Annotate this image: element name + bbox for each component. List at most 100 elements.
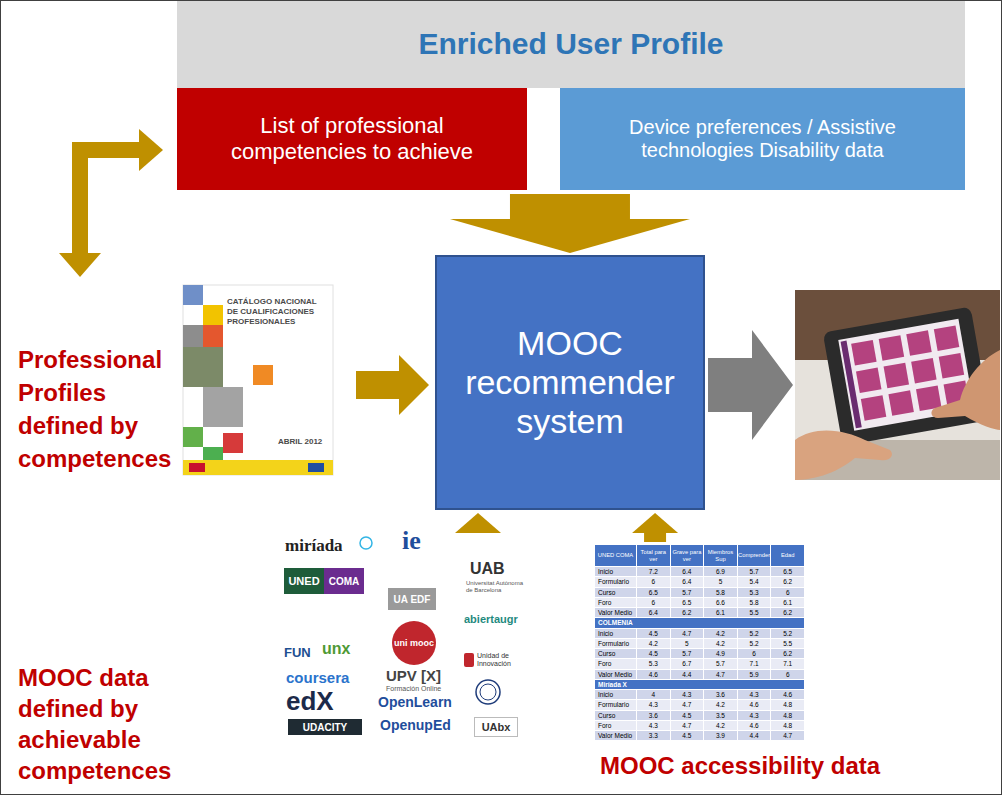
hand [931,350,1000,430]
table-cell: 6.4 [671,577,705,587]
table-cell: 6.5 [771,567,805,577]
table-cell: 6.9 [704,567,738,577]
table-cell: 4.5 [671,731,705,741]
arrow-shaft [510,194,630,220]
logo-text: unx [322,640,350,658]
table-cell: 3.6 [637,711,671,721]
logo-text: UDACITY [288,719,362,735]
cover-square [203,447,223,460]
table-cell: 4.3 [637,700,671,710]
logo-text: UNED [284,568,324,594]
cover-square [183,427,203,447]
competence-box: List of professional competencies to ach… [177,88,527,190]
group-heading: MOOC data defined by achievable competen… [18,662,188,786]
table-cell: 5.2 [738,639,772,649]
table-cell: 4.8 [771,711,805,721]
table-cell: Formulario [595,577,637,587]
cover-photo [183,325,203,347]
table-cell: 3.5 [704,711,738,721]
profile-band: Enriched User ProfileList of professiona… [177,0,965,190]
table-cell: 4.5 [671,711,705,721]
logo-subtext: Formación Online [386,685,441,692]
table-cell: Foro [595,598,637,608]
logo-text: COMA [324,568,364,594]
cover-square [203,305,223,325]
table-cell: 6.7 [671,659,705,669]
tablet-photo [795,290,1000,480]
table-cell: 5.7 [671,649,705,659]
cover-square [203,325,223,347]
profile-group: Professional Profiles defined by compete… [14,283,338,511]
table-cell: 5.7 [738,567,772,577]
table-cell: 4.6 [738,721,772,731]
table-header: Grave para ver [671,545,705,567]
table-cell: 4.5 [637,629,671,639]
logo-text: OpenupEd [380,717,451,733]
logo-text: UAbx [474,717,518,737]
group-heading: MOOC accessibility data [600,752,880,780]
table-cell: 5.7 [671,588,705,598]
table-header: Total para ver [637,545,671,567]
hand [795,431,892,480]
table-cell: 5.2 [771,629,805,639]
table-cell: 5.7 [704,659,738,669]
logo-text: miríada [285,536,343,556]
table-cell: 4.3 [637,721,671,731]
cover-flag [308,463,324,472]
table-header: Comprender [738,545,772,567]
logo-text: UA EDF [388,588,436,610]
table-cell: 5.8 [704,588,738,598]
table-cell: 6.6 [704,598,738,608]
box-label: List of professional competencies to ach… [195,113,509,165]
table-cell: 6.5 [637,588,671,598]
logo-subtext: Universitat Autònoma de Barcelona [466,580,528,593]
table-cell: 4.6 [738,700,772,710]
arrow-head [399,355,429,415]
logo-text: coursera [286,669,349,686]
table-cell: Curso [595,588,637,598]
table-cell: 4 [637,690,671,700]
table-cell: 4.4 [671,670,705,680]
table-cell: 4.4 [738,731,772,741]
table-cell: Inicio [595,690,637,700]
table-cell: 4.5 [637,649,671,659]
table-cell: 7.1 [738,659,772,669]
table-cell: 4.8 [771,700,805,710]
logo-text: UAB [470,560,505,578]
table-cell: Valor Medio [595,670,637,680]
table-cell: 4.7 [671,721,705,731]
table-cell: 6.2 [771,608,805,618]
table-cell: 4.8 [771,721,805,731]
table-cell: 5.5 [738,608,772,618]
table-cell: 6.1 [704,608,738,618]
cover-photo [183,347,223,387]
flow-arrow [455,513,501,533]
arrow-head [455,513,501,533]
cover-square [253,365,273,385]
tablet [823,307,991,446]
cover-date: ABRIL 2012 [278,437,322,446]
table-cell: Inicio [595,629,637,639]
table-cell: Curso [595,711,637,721]
table-section: COLMENIA [595,618,805,628]
table-cell: 4.6 [771,690,805,700]
cover-title: CATÁLOGO NACIONAL DE CUALIFICACIONES PRO… [227,297,322,327]
table-cell: 3.3 [637,731,671,741]
flow-arrow [59,129,163,277]
university-seal [476,680,500,704]
table-cell: 4.2 [704,639,738,649]
table-cell: 6 [637,598,671,608]
table-cell: 4.3 [738,690,772,700]
band-title: Enriched User Profile [177,0,965,88]
arrow-shaft [644,532,666,542]
device-box: Device preferences / Assistive technolog… [560,88,965,190]
table-cell: 5.3 [637,659,671,669]
table-cell: 4.7 [771,731,805,741]
arrow-shaft [356,371,400,399]
table-cell: 6 [637,577,671,587]
table-cell: 6.5 [671,598,705,608]
table-cell: 5 [704,577,738,587]
table-cell: Formulario [595,700,637,710]
catalogue-cover [183,285,333,475]
table-cell: Valor Medio [595,731,637,741]
